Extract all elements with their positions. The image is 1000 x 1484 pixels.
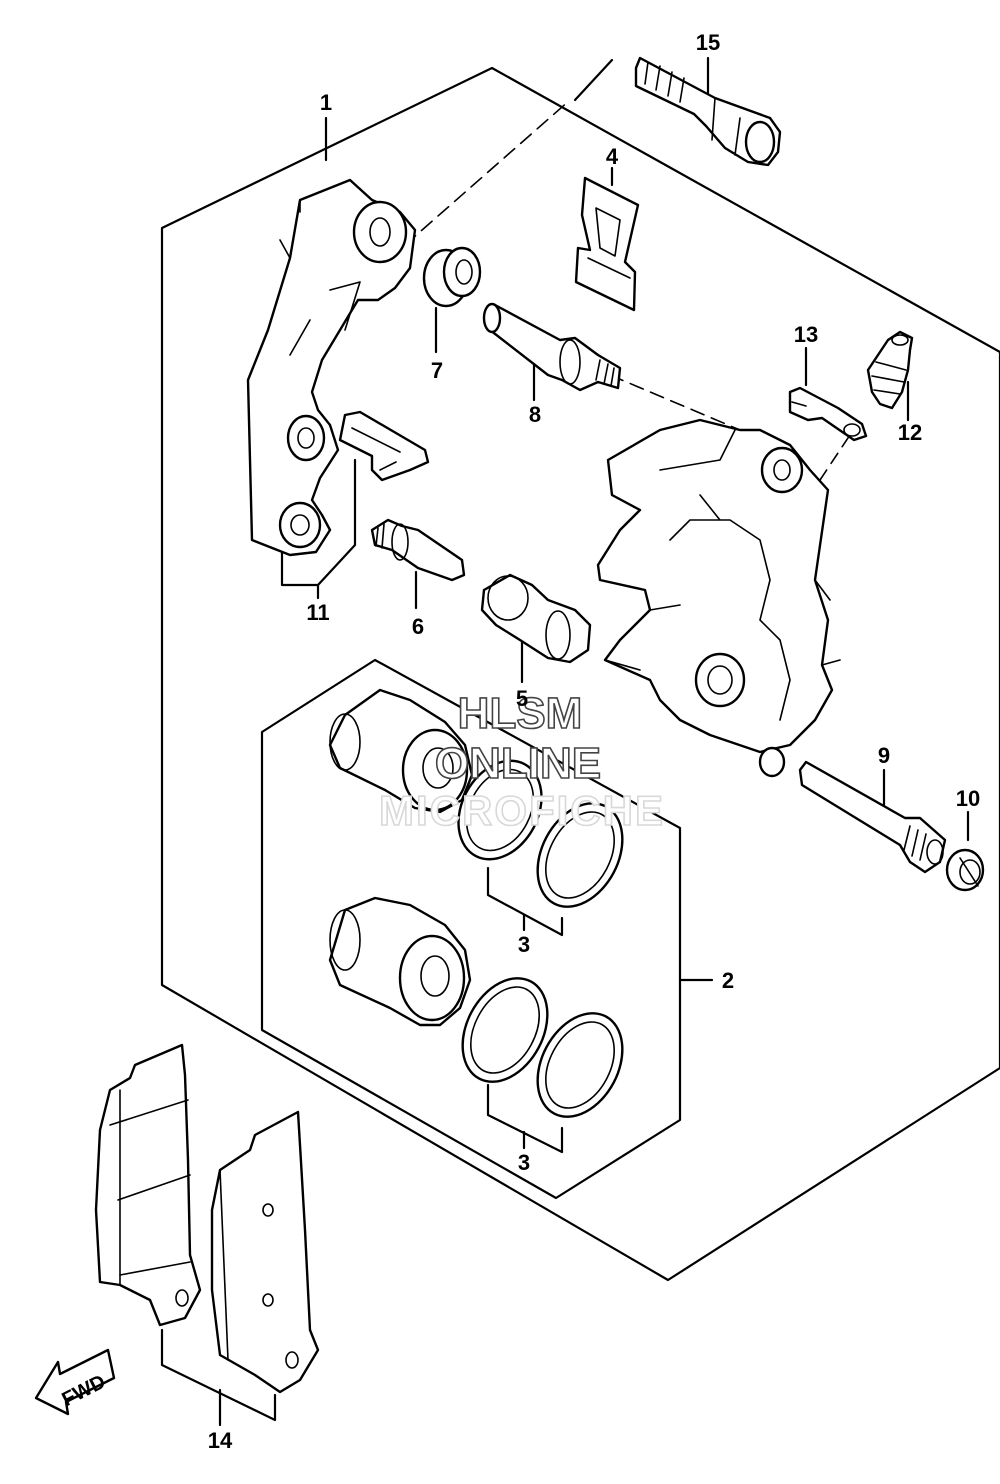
brake-pad-inner bbox=[210, 1110, 320, 1394]
slide-pin-8 bbox=[482, 302, 622, 392]
seal-ring-upper-2 bbox=[536, 802, 624, 908]
brake-pad-outer bbox=[94, 1043, 202, 1327]
watermark: HLSM ONLINE MICROFICHE bbox=[378, 688, 665, 835]
callout-8: 8 bbox=[529, 402, 541, 427]
piston-lower bbox=[328, 896, 472, 1027]
watermark-line-3: MICROFICHE bbox=[379, 787, 665, 834]
pin-boot-5 bbox=[480, 573, 592, 664]
seal-ring-lower-1 bbox=[461, 977, 549, 1083]
boot-7 bbox=[422, 246, 482, 308]
callout-11: 11 bbox=[306, 600, 329, 625]
callout-15: 15 bbox=[696, 30, 720, 55]
seal-ring-lower-2 bbox=[536, 1012, 624, 1118]
callout-2: 2 bbox=[722, 968, 734, 993]
callout-4: 4 bbox=[606, 144, 619, 169]
leader-lines bbox=[160, 56, 970, 1427]
callout-5: 5 bbox=[516, 686, 528, 711]
retainer-spring-11 bbox=[338, 410, 430, 482]
callout-3-lower: 3 bbox=[518, 1150, 530, 1175]
seal-ring-upper-1 bbox=[457, 759, 543, 861]
caliper-holder-bracket bbox=[246, 178, 417, 557]
callout-13: 13 bbox=[794, 322, 818, 347]
watermark-line-2: ONLINE bbox=[435, 739, 601, 788]
pad-spring-4 bbox=[574, 176, 640, 312]
assembly-frame-1 bbox=[160, 66, 1000, 1282]
bleeder-screw-12 bbox=[866, 330, 914, 410]
plug-10 bbox=[945, 848, 985, 892]
callout-7: 7 bbox=[431, 358, 443, 383]
callout-1: 1 bbox=[320, 90, 332, 115]
watermark-line-1: HLSM bbox=[458, 689, 583, 738]
callout-12: 12 bbox=[898, 420, 922, 445]
caliper-body bbox=[596, 418, 841, 778]
pin-9 bbox=[798, 760, 947, 874]
callout-6: 6 bbox=[412, 614, 424, 639]
assembly-frame-2 bbox=[260, 658, 682, 1200]
slide-pin-6 bbox=[370, 518, 466, 582]
fwd-direction-arrow: FWD bbox=[34, 1348, 116, 1416]
callout-3-upper: 3 bbox=[518, 932, 530, 957]
bleeder-cap-13 bbox=[788, 386, 868, 442]
callout-9: 9 bbox=[878, 743, 890, 768]
callout-10: 10 bbox=[956, 786, 980, 811]
bolt-15 bbox=[634, 56, 782, 167]
callout-labels: 1 2 3 3 4 5 6 7 8 9 10 11 12 13 14 15 bbox=[208, 30, 980, 1453]
callout-14: 14 bbox=[208, 1428, 233, 1453]
